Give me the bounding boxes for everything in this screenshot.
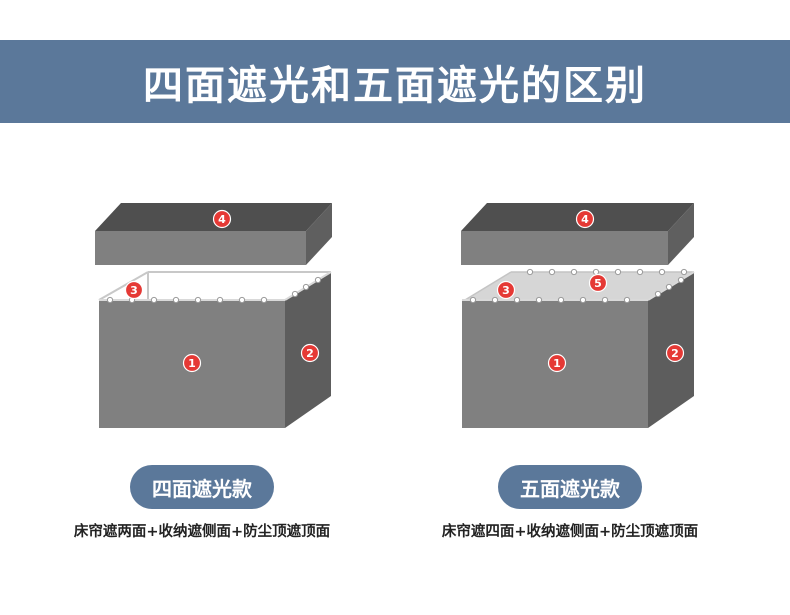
left-marker-2: 2: [300, 343, 320, 363]
svg-text:3: 3: [502, 284, 510, 297]
right-marker-5: 5: [588, 273, 608, 293]
right-box: [461, 203, 695, 428]
right-marker-2: 2: [665, 343, 685, 363]
right-marker-3: 3: [496, 280, 516, 300]
left-rings: [106, 276, 322, 304]
svg-text:1: 1: [553, 357, 561, 370]
svg-text:4: 4: [581, 213, 589, 226]
left-marker-3: 3: [124, 280, 144, 300]
svg-text:3: 3: [130, 284, 138, 297]
right-top-panel: [465, 272, 694, 300]
svg-text:4: 4: [218, 213, 226, 226]
svg-text:1: 1: [188, 357, 196, 370]
left-lid-front: [95, 231, 306, 265]
right-rings: [469, 268, 688, 304]
right-variant-label: 五面遮光款: [498, 465, 642, 509]
title-banner: 四面遮光和五面遮光的区别: [0, 40, 790, 123]
left-frame: [98, 271, 331, 301]
right-variant-caption: 床帘遮四面+收纳遮侧面+防尘顶遮顶面: [441, 524, 699, 540]
right-marker-1: 1: [547, 353, 567, 373]
left-box: [95, 203, 332, 428]
left-variant-label: 四面遮光款: [130, 465, 274, 509]
left-lid-side: [306, 203, 332, 265]
left-marker-4: 4: [212, 209, 232, 229]
page-title: 四面遮光和五面遮光的区别: [143, 62, 647, 109]
left-variant-caption: 床帘遮两面+收纳遮侧面+防尘顶遮顶面: [73, 524, 331, 540]
svg-text:2: 2: [306, 347, 314, 360]
svg-text:5: 5: [594, 277, 602, 290]
svg-text:2: 2: [671, 347, 679, 360]
right-marker-4: 4: [575, 209, 595, 229]
left-marker-1: 1: [182, 353, 202, 373]
right-lid-side: [668, 203, 694, 265]
right-lid-front: [461, 231, 668, 265]
